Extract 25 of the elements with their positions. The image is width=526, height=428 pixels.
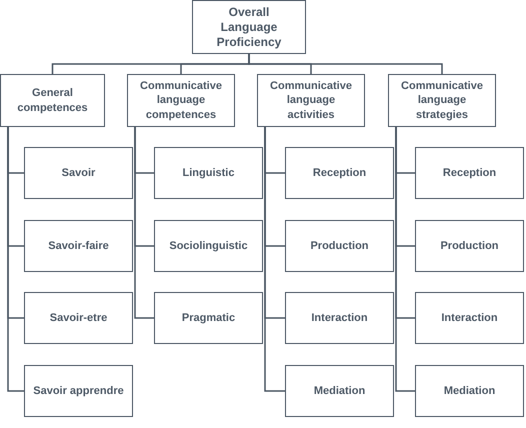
subcategory-box: Linguistic <box>154 147 263 199</box>
subcategory-box: Reception <box>285 147 394 199</box>
category-box: Communicative language competences <box>127 74 235 127</box>
subcategory-box: Interaction <box>285 292 394 344</box>
subcategory-box: Savoir-faire <box>24 220 133 272</box>
subcategory-box: Pragmatic <box>154 292 263 344</box>
subcategory-box: Interaction <box>415 292 524 344</box>
subcategory-box: Reception <box>415 147 524 199</box>
connector-line <box>248 54 443 74</box>
connector-line <box>264 127 285 392</box>
category-box: General competences <box>0 74 105 127</box>
subcategory-box: Sociolinguistic <box>154 220 263 272</box>
subcategory-box: Mediation <box>415 365 524 417</box>
category-box: Communicative language activities <box>257 74 365 127</box>
root-box: Overall Language Proficiency <box>192 0 306 54</box>
subcategory-box: Mediation <box>285 365 394 417</box>
subcategory-box: Savoir <box>24 147 133 199</box>
subcategory-box: Savoir-etre <box>24 292 133 344</box>
connector-line <box>395 127 415 392</box>
subcategory-box: Production <box>285 220 394 272</box>
connector-line <box>7 127 24 392</box>
connector-line <box>134 127 154 319</box>
subcategory-box: Production <box>415 220 524 272</box>
category-box: Communicative language strategies <box>388 74 496 127</box>
subcategory-box: Savoir apprendre <box>24 365 133 417</box>
